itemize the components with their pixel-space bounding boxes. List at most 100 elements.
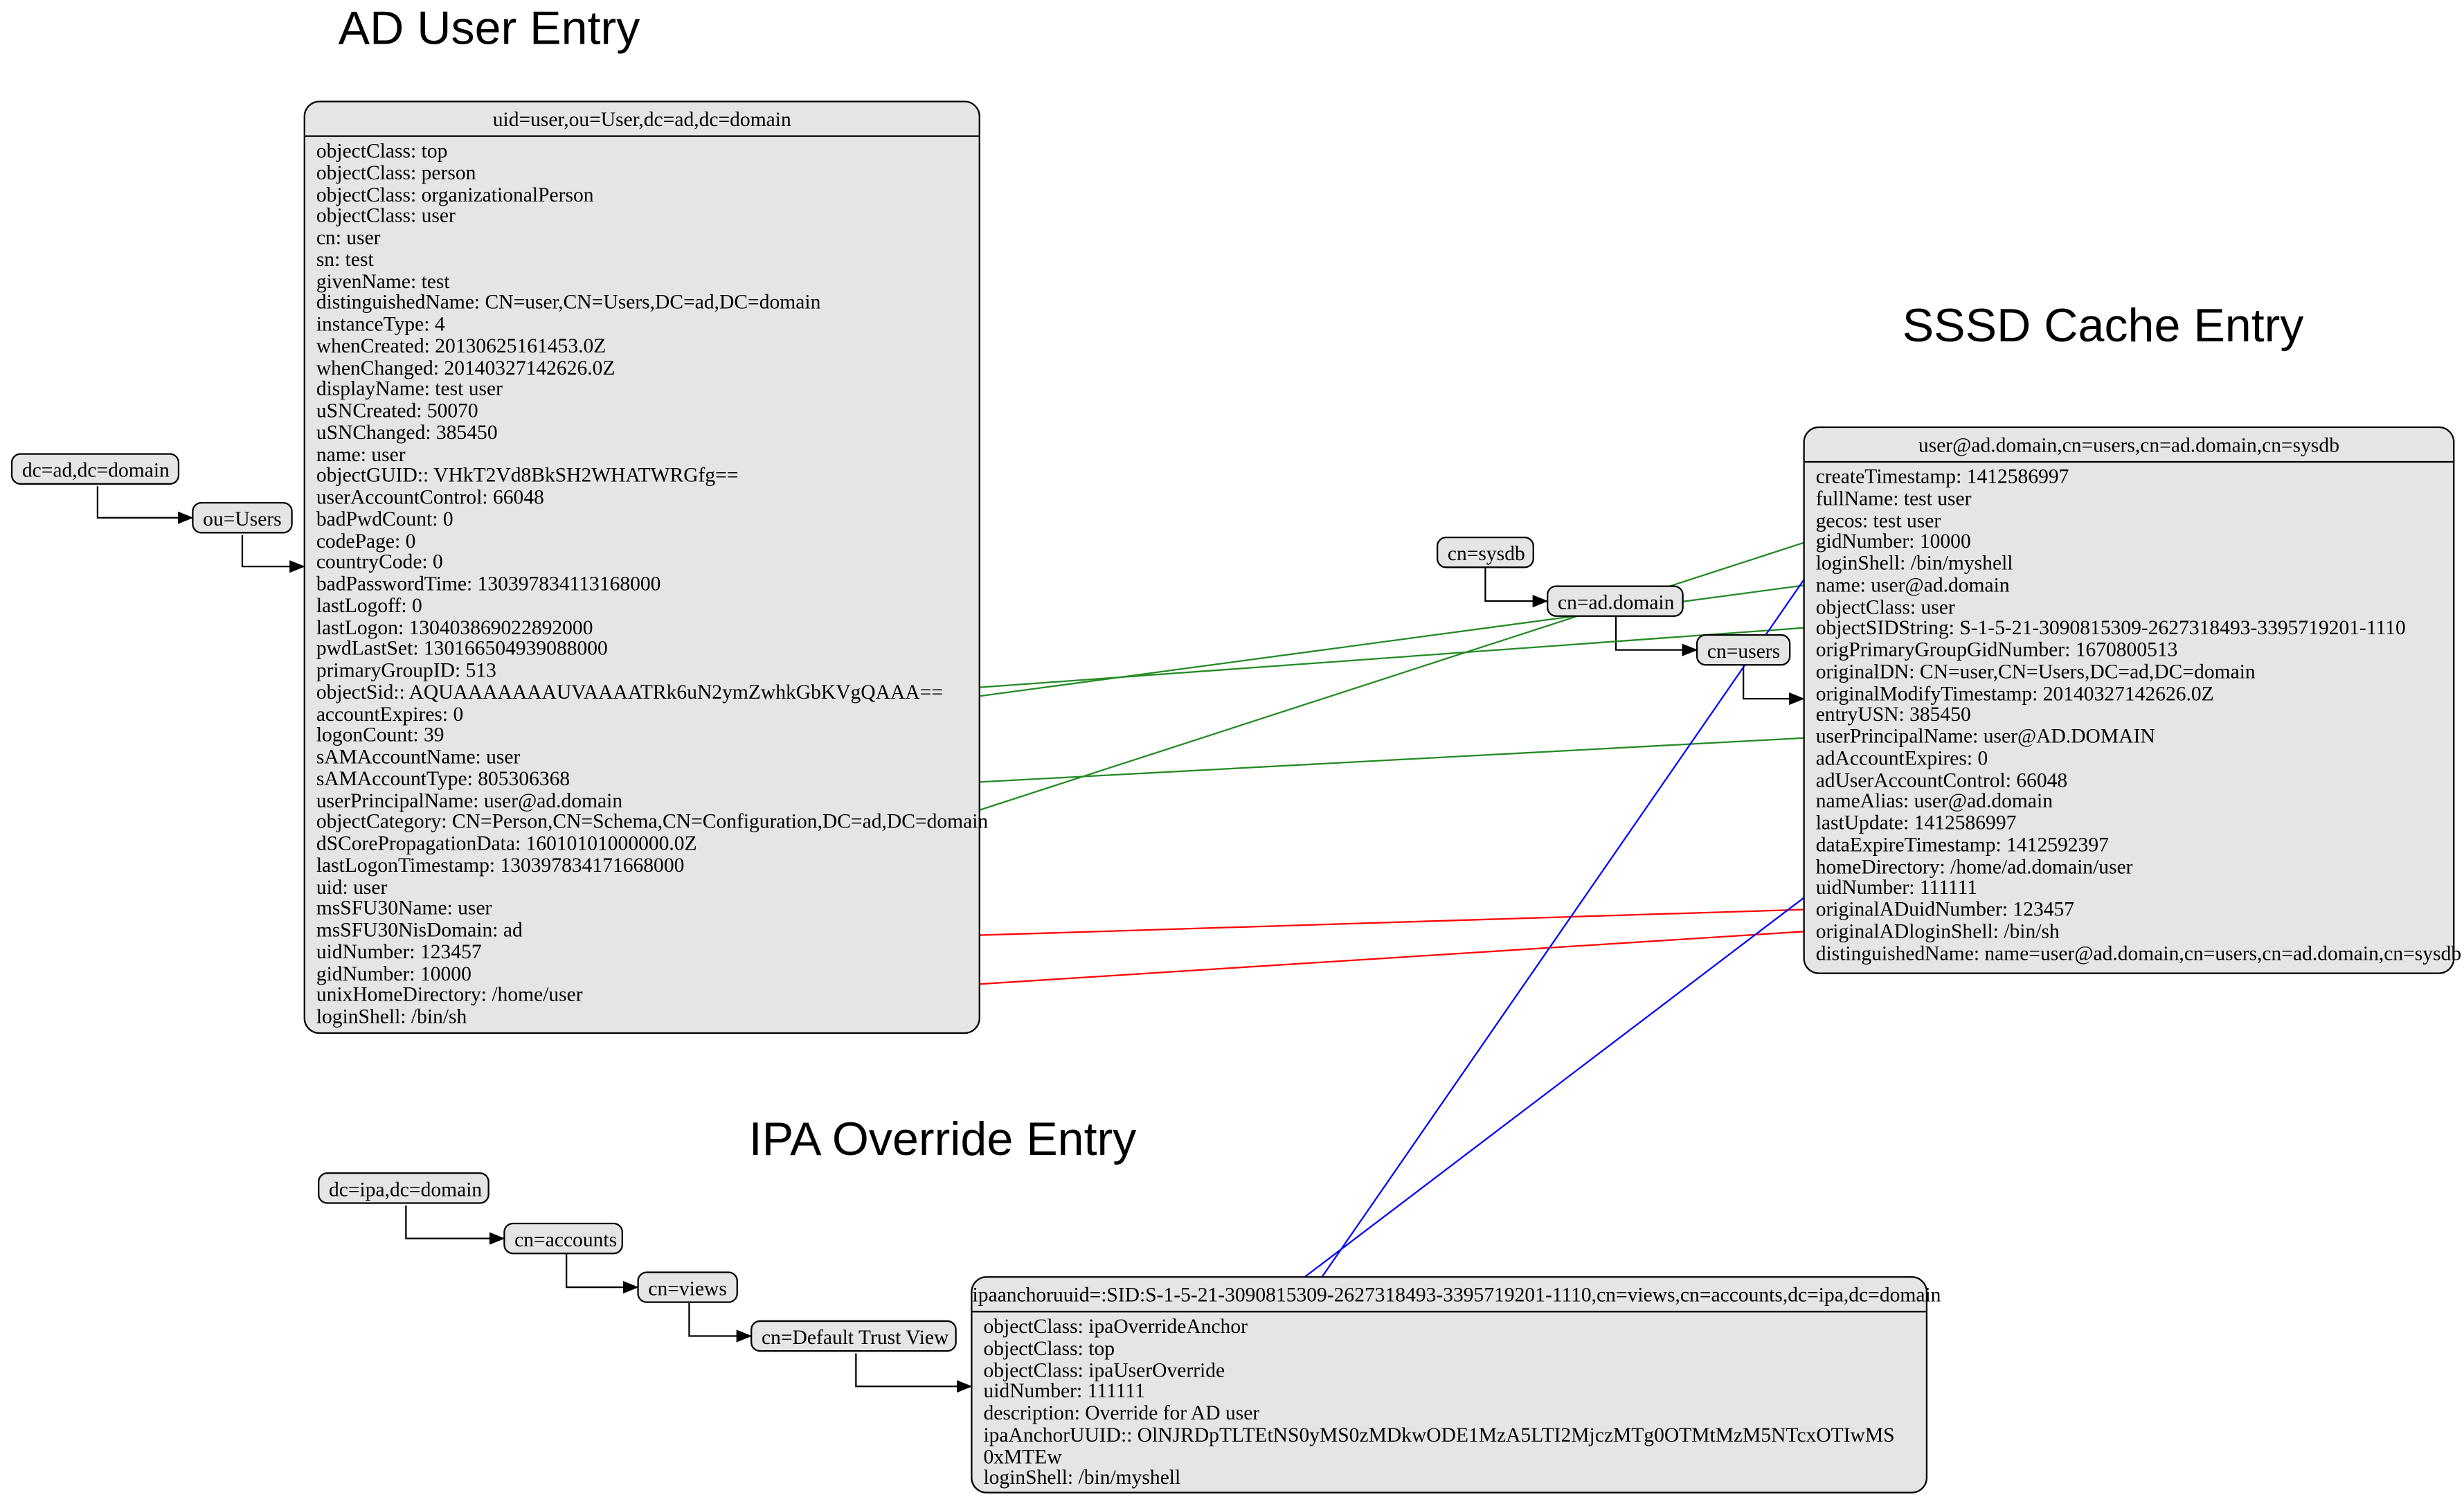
edge-domain-to-users (1615, 616, 1698, 656)
attribute-line: userAccountControl: 66048 (316, 484, 544, 509)
attribute-line: sAMAccountName: user (316, 744, 521, 769)
attribute-line: nameAlias: user@ad.domain (1815, 789, 2053, 813)
title-sssd-cache-entry: SSSD Cache Entry (1902, 301, 2304, 353)
node-cn-users[interactable]: cn=users (1696, 634, 1791, 666)
record-sssd-dn: user@ad.domain,cn=users,cn=ad.domain,cn=… (1804, 428, 2454, 463)
attribute-line: name: user (316, 441, 406, 465)
attribute-line: countryCode: 0 (316, 549, 443, 573)
attribute-line: originalDN: CN=user,CN=Users,DC=ad,DC=do… (1815, 658, 2256, 683)
record-sssd-cache-entry[interactable]: user@ad.domain,cn=users,cn=ad.domain,cn=… (1803, 426, 2461, 974)
attribute-line: objectClass: top (316, 138, 448, 163)
record-ad-user-entry[interactable]: uid=user,ou=User,dc=ad,dc=domain objectC… (303, 100, 989, 1034)
attribute-line: objectSid:: AQUAAAAAAAUVAAAATRk6uN2ymZwh… (316, 679, 943, 703)
hierarchy-edges (96, 486, 1805, 1393)
attribute-line: lastLogoff: 0 (316, 593, 422, 617)
record-ad-dn: uid=user,ou=User,dc=ad,dc=domain (305, 102, 979, 137)
node-cn-accounts[interactable]: cn=accounts (503, 1222, 623, 1255)
node-ad-domain-root[interactable]: dc=ad,dc=domain (10, 453, 180, 485)
attribute-line: whenCreated: 20130625161453.0Z (316, 333, 606, 357)
attribute-line: objectClass: user (1815, 593, 1955, 618)
node-ipa-domain-root[interactable]: dc=ipa,dc=domain (318, 1172, 489, 1204)
attribute-line: dataExpireTimestamp: 1412592397 (1815, 832, 2109, 856)
attribute-line: adUserAccountControl: 66048 (1815, 767, 2068, 791)
attribute-line: entryUSN: 385450 (1815, 702, 1971, 726)
edge-ad-root-to-ou (96, 486, 194, 524)
map-objectsid-to-objectsidstring (953, 627, 1804, 690)
attribute-line: distinguishedName: CN=user,CN=Users,DC=a… (316, 289, 821, 314)
attribute-line: objectClass: ipaOverrideAnchor (983, 1314, 1248, 1338)
attribute-line: objectGUID:: VHkT2Vd8BkSH2WHATWRGfg== (316, 463, 739, 487)
attribute-line: lastUpdate: 1412586997 (1815, 810, 2017, 834)
edge-trust-view-to-ipa-entry (855, 1353, 973, 1393)
attribute-line: gidNumber: 10000 (316, 960, 471, 985)
attribute-line: lastLogonTimestamp: 130397834171668000 (316, 852, 685, 877)
attribute-line: homeDirectory: /home/ad.domain/user (1815, 853, 2133, 878)
attribute-line: primaryGroupID: 513 (316, 657, 496, 682)
attribute-line: uidNumber: 123457 (316, 939, 482, 963)
node-cn-sysdb[interactable]: cn=sysdb (1436, 536, 1534, 568)
attribute-line: objectCategory: CN=Person,CN=Schema,CN=C… (316, 809, 989, 833)
attribute-line: adAccountExpires: 0 (1815, 745, 1988, 769)
attribute-line: fullName: test user (1815, 485, 1972, 510)
attribute-line: accountExpires: 0 (316, 701, 464, 725)
record-ipa-override-entry[interactable]: ipaanchoruuid=:SID:S-1-5-21-3090815309-2… (971, 1276, 1941, 1494)
attribute-line: whenChanged: 20140327142626.0Z (316, 355, 615, 379)
title-ipa-override-entry: IPA Override Entry (748, 1114, 1137, 1167)
node-default-trust-view[interactable]: cn=Default Trust View (750, 1320, 957, 1352)
attribute-line: msSFU30Name: user (316, 895, 492, 920)
attribute-line: sn: test (316, 246, 374, 271)
attribute-line: lastLogon: 130403869022892000 (316, 614, 593, 638)
edge-accounts-to-views (566, 1254, 639, 1294)
attribute-line: gidNumber: 10000 (1815, 529, 1971, 553)
attribute-line: badPwdCount: 0 (316, 506, 453, 530)
attribute-line: createTimestamp: 1412586997 (1815, 464, 2069, 488)
attribute-line: originalADloginShell: /bin/sh (1815, 918, 2060, 942)
attribute-line: description: Override for AD user (983, 1400, 1260, 1424)
edge-views-to-trust-view (688, 1302, 753, 1343)
attribute-line: uSNCreated: 50070 (316, 397, 478, 422)
title-ad-user-entry: AD User Entry (338, 3, 640, 55)
edge-sysdb-to-domain (1484, 568, 1549, 608)
attribute-line: uid: user (316, 874, 388, 898)
attribute-line: objectClass: user (316, 203, 456, 227)
attribute-line: displayName: test user (316, 376, 503, 400)
attribute-line: loginShell: /bin/myshell (1815, 550, 2013, 575)
attribute-line: origPrimaryGroupGidNumber: 1670800513 (1815, 637, 2178, 661)
attribute-line: uSNChanged: 385450 (316, 420, 498, 444)
attribute-line: objectClass: person (316, 160, 476, 184)
node-cn-ad-domain[interactable]: cn=ad.domain (1547, 585, 1684, 617)
edge-ou-to-ad-entry (241, 535, 305, 573)
attribute-line: pwdLastSet: 130166504939088000 (316, 636, 608, 660)
attribute-line: userPrincipalName: user@ad.domain (316, 787, 623, 812)
attribute-line: uidNumber: 111111 (983, 1379, 1145, 1403)
attribute-line: 0xMTEw (983, 1444, 1062, 1468)
attribute-line: unixHomeDirectory: /home/user (316, 982, 583, 1006)
attribute-line: userPrincipalName: user@AD.DOMAIN (1815, 724, 2155, 748)
attribute-line: msSFU30NisDomain: ad (316, 917, 523, 942)
attribute-line: badPasswordTime: 130397834113168000 (316, 571, 661, 595)
record-ipa-dn: ipaanchoruuid=:SID:S-1-5-21-3090815309-2… (972, 1278, 1941, 1313)
attribute-line: loginShell: /bin/sh (316, 1003, 467, 1028)
attribute-line: cn: user (316, 224, 381, 249)
attribute-line: objectSIDString: S-1-5-21-3090815309-262… (1815, 616, 2406, 640)
attribute-line: originalModifyTimestamp: 20140327142626.… (1815, 680, 2214, 705)
attribute-line: objectClass: ipaUserOverride (983, 1357, 1225, 1381)
node-ou-users[interactable]: ou=Users (192, 501, 293, 534)
attribute-line: codePage: 0 (316, 528, 416, 552)
attribute-line: objectClass: top (983, 1335, 1115, 1360)
node-cn-views[interactable]: cn=views (637, 1271, 738, 1303)
attribute-line: instanceType: 4 (316, 311, 445, 336)
attribute-line: sAMAccountType: 805306368 (316, 766, 570, 790)
attribute-line: dSCorePropagationData: 16010101000000.0Z (316, 830, 697, 855)
attribute-line: givenName: test (316, 268, 450, 292)
attribute-line: loginShell: /bin/myshell (983, 1465, 1181, 1489)
attribute-line: uidNumber: 111111 (1815, 875, 1978, 899)
attribute-line: ipaAnchorUUID:: OlNJRDpTLTEtNS0yMS0zMDkw… (983, 1422, 1895, 1446)
edge-ipa-root-to-accounts (405, 1205, 505, 1245)
attribute-line: objectClass: organizationalPerson (316, 181, 594, 206)
edge-users-to-sssd-entry (1743, 665, 1805, 706)
attribute-line: gecos: test user (1815, 507, 1941, 532)
